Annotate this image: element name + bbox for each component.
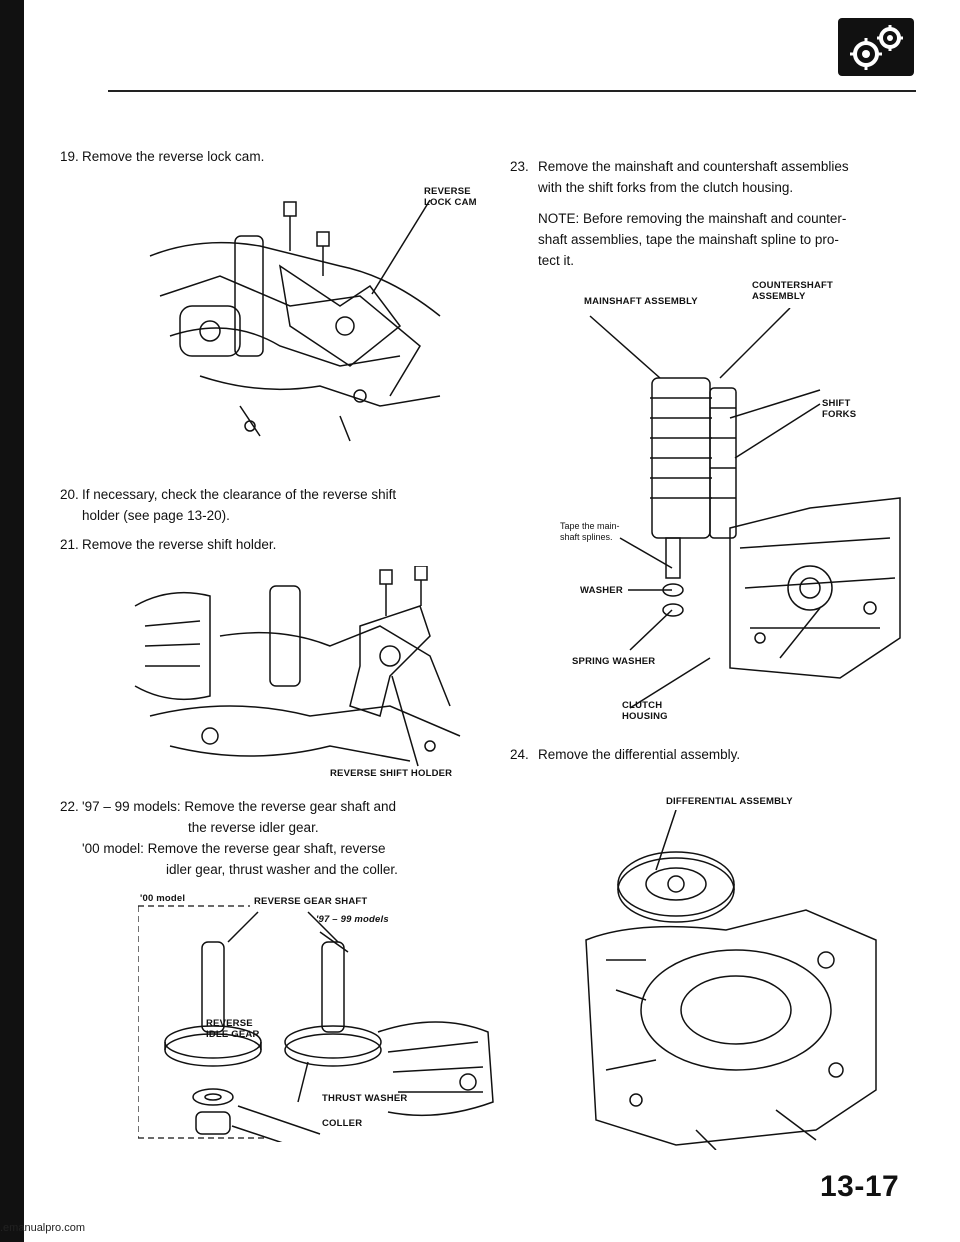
step-21: 21.Remove the reverse shift holder. [60,534,276,555]
note-text: shaft assemblies, tape the mainshaft spl… [538,232,839,247]
step-number: 22. [60,799,79,814]
step-text: Remove the reverse lock cam. [82,149,265,164]
note-text: NOTE: Before removing the mainshaft and … [538,211,847,226]
step-text: '97 – 99 models: Remove the reverse gear… [82,799,397,814]
callout-line: REVERSE [424,186,471,197]
callout-countershaft-assembly: COUNTERSHAFT ASSEMBLY [752,280,833,302]
step-number: 23. [510,159,529,174]
step-22: 22.'97 – 99 models: Remove the reverse g… [60,796,480,880]
figure-reverse-idler-gear [138,905,494,1142]
callout-line: REVERSE [206,1018,253,1029]
step-text: Remove the differential assembly. [538,747,741,762]
callout-clutch-housing: CLUTCH HOUSING [622,700,668,722]
figure-reverse-lock-cam [149,199,441,442]
callout-shift-forks: SHIFT FORKS [822,398,856,420]
callout-line: SHIFT [822,398,851,409]
callout-line: IDLE GEAR [206,1029,260,1040]
callout-line: shaft splines. [560,532,613,542]
step-text: '00 model: Remove the reverse gear shaft… [82,841,386,856]
callout-line: HOUSING [622,711,668,722]
callout-line: CLUTCH [622,700,663,711]
header-rule [108,90,916,92]
callout-line: ASSEMBLY [752,291,806,302]
footer-url: .emanualpro.com [0,1222,85,1234]
callout-washer: WASHER [580,585,623,596]
step-19: 19.Remove the reverse lock cam. [60,146,264,167]
transmission-gear-icon [838,18,914,76]
callout-spring-washer: SPRING WASHER [572,656,656,667]
callout-line: FORKS [822,409,857,420]
step-23: 23. Remove the mainshaft and countershaft… [510,156,930,271]
callout-differential-assembly: DIFFERENTIAL ASSEMBLY [666,796,793,807]
step-text: Remove the reverse shift holder. [82,537,277,552]
note-text: tect it. [538,253,575,268]
callout-thrust-washer: THRUST WASHER [322,1093,408,1104]
step-24: 24. Remove the differential assembly. [510,744,740,765]
page-binding-bar [0,0,24,1242]
figure-reverse-shift-holder [134,566,461,767]
callout-coller: COLLER [322,1118,363,1129]
callout-mainshaft-assembly: MAINSHAFT ASSEMBLY [584,296,698,307]
figure-mainshaft-countershaft [589,308,901,709]
step-text: If necessary, check the clearance of the… [82,487,397,502]
callout-line: Tape the main- [560,521,620,531]
callout-line: COUNTERSHAFT [752,280,834,291]
callout-line: LOCK CAM [424,197,477,208]
step-text: idler gear, thrust washer and the coller… [166,862,398,877]
callout-model-00: '00 model [140,893,186,904]
step-20: 20.If necessary, check the clearance of … [60,484,396,526]
callout-tape-splines: Tape the main- shaft splines. [560,521,620,543]
step-number: 20. [60,487,79,502]
callout-reverse-gear-shaft: REVERSE GEAR SHAFT [254,896,368,907]
callout-reverse-idle-gear: REVERSE IDLE GEAR [206,1018,260,1040]
page-number: 13-17 [820,1170,900,1203]
callout-reverse-lock-cam: REVERSE LOCK CAM [424,186,477,208]
step-number: 19. [60,149,79,164]
step-text: the reverse idler gear. [188,820,319,835]
step-text: with the shift forks from the clutch hou… [538,180,794,195]
callout-reverse-shift-holder: REVERSE SHIFT HOLDER [330,768,453,779]
step-number: 24. [510,747,529,762]
step-text: Remove the mainshaft and countershaft as… [538,159,849,174]
callout-models-97-99: '97 – 99 models [316,914,389,925]
step-number: 21. [60,537,79,552]
step-text: holder (see page 13-20). [82,508,230,523]
figure-differential-assembly [585,810,877,1150]
